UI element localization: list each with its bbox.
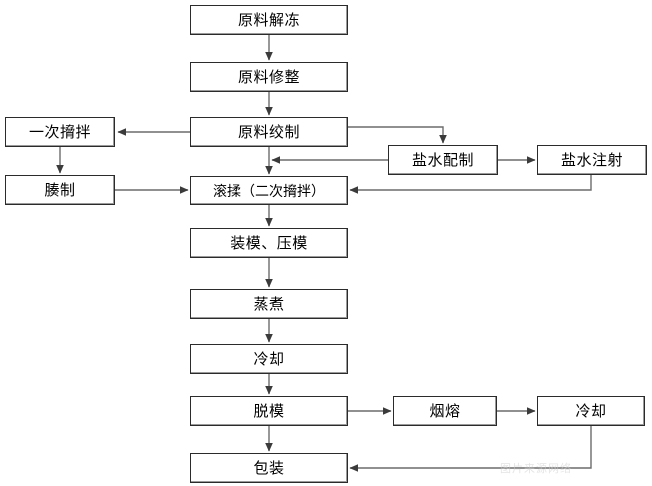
node-label: 蒸煮	[253, 295, 285, 313]
node-label: 腠制	[44, 181, 76, 199]
node-label: 盐水注射	[560, 151, 623, 169]
edge-n3-n6	[348, 126, 447, 144]
node-cooling-after-smoking[interactable]: 冷却	[537, 396, 645, 426]
node-label: 原料绞制	[237, 123, 300, 141]
node-label: 冷却	[253, 350, 285, 368]
node-curing[interactable]: 腠制	[5, 175, 115, 205]
node-label: 原料修整	[237, 68, 300, 86]
node-steaming[interactable]: 蒸煮	[190, 289, 348, 319]
node-label: 包装	[253, 459, 285, 477]
node-label: 脱模	[253, 402, 285, 420]
node-brine-injection[interactable]: 盐水注射	[537, 145, 647, 175]
node-packaging[interactable]: 包装	[190, 453, 348, 483]
node-raw-material-mincing[interactable]: 原料绞制	[190, 117, 348, 147]
node-raw-material-thawing[interactable]: 原料解冻	[190, 5, 348, 35]
watermark-text: 图片来源网络	[500, 463, 572, 475]
node-molding-pressing[interactable]: 装模、压模	[190, 228, 348, 258]
node-smoking[interactable]: 烟熔	[393, 396, 497, 426]
node-demolding[interactable]: 脱模	[190, 396, 348, 426]
node-first-mixing[interactable]: 一次搚拌	[5, 117, 115, 147]
node-label: 烟熔	[429, 402, 461, 420]
node-label: 一次搚拌	[28, 123, 91, 141]
node-label: 盐水配制	[411, 151, 474, 169]
node-cooling[interactable]: 冷却	[190, 344, 348, 374]
node-tumbling-second-mixing[interactable]: 滚揉（二次搚拌）	[190, 176, 348, 205]
node-label: 滚揉（二次搚拌）	[213, 182, 325, 199]
node-label: 装模、压模	[230, 234, 308, 252]
node-brine-preparation[interactable]: 盐水配制	[388, 145, 498, 175]
edge-n7-n8	[349, 175, 592, 194]
node-label: 原料解冻	[237, 11, 300, 29]
node-label: 冷却	[575, 402, 607, 420]
node-raw-material-trimming[interactable]: 原料修整	[190, 62, 348, 92]
